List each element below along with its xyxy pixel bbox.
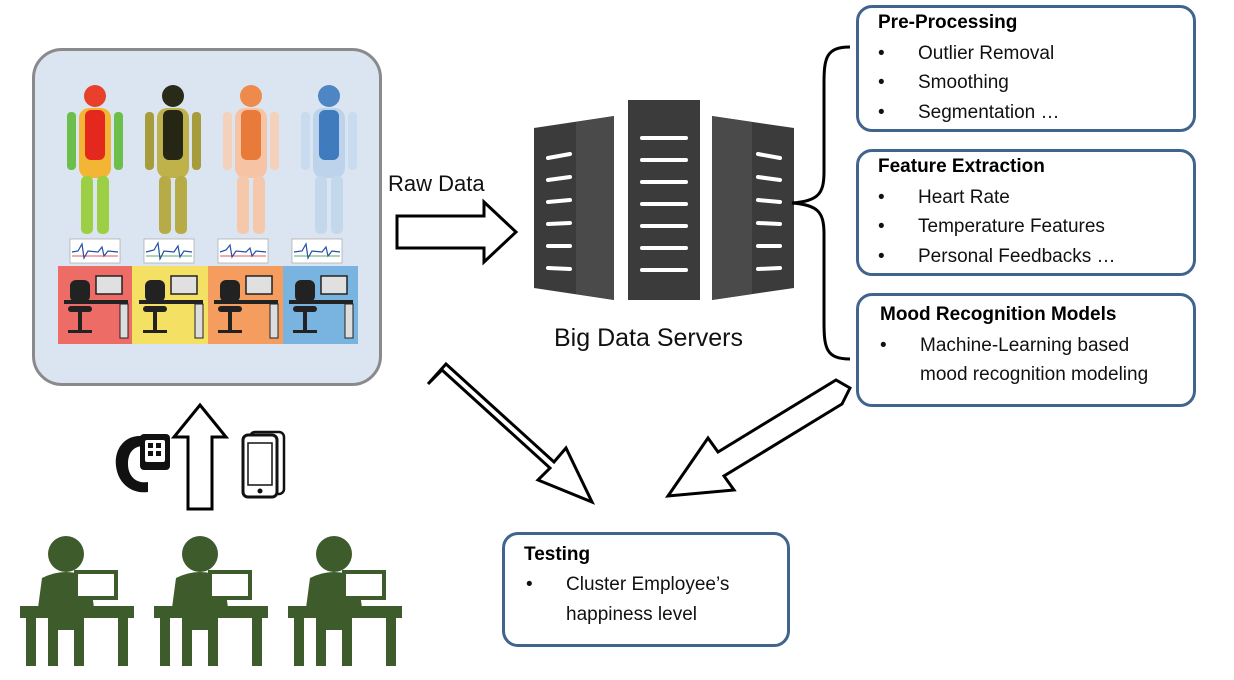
raw-data-label: Raw Data	[388, 171, 485, 196]
sensor-upload-arrow	[170, 402, 230, 511]
feature-extraction-box	[856, 149, 1196, 276]
bullet-point: •	[878, 187, 885, 208]
signal-plot-4	[291, 238, 343, 264]
servers-label: Big Data Servers	[554, 324, 743, 352]
arrow-models-to-testing	[664, 378, 852, 498]
signal-plot-2	[143, 238, 195, 264]
testing-title: Testing	[524, 544, 591, 565]
server-right	[712, 116, 794, 300]
employees-group	[20, 536, 402, 666]
server-left	[534, 116, 614, 300]
bullet-point: •	[878, 43, 885, 64]
pre-processing-title: Pre-Processing	[878, 12, 1018, 33]
body-figure-3	[223, 85, 279, 234]
bullet-point: •	[880, 335, 887, 356]
thermal-body-figures	[67, 85, 357, 234]
body-figure-1	[67, 85, 123, 234]
bullet-point: •	[878, 72, 885, 93]
sensor-signal-plots	[69, 238, 343, 264]
signal-plot-1	[69, 238, 121, 264]
mood-models-title: Mood Recognition Models	[880, 304, 1117, 325]
arrow-panel-to-testing	[426, 361, 596, 505]
bullet-point: •	[878, 102, 885, 123]
bullet-point: •	[878, 246, 885, 267]
bullet-point: •	[526, 574, 533, 595]
smartphone-icon	[241, 430, 286, 499]
servers-icon	[534, 100, 794, 300]
server-center	[628, 100, 700, 300]
smartwatch-icon	[115, 434, 170, 493]
body-figure-4	[301, 85, 357, 234]
raw-data-arrow	[395, 198, 519, 266]
pre-processing-box	[856, 5, 1196, 132]
workstation-strip	[58, 266, 358, 344]
feature-extraction-title: Feature Extraction	[878, 156, 1045, 177]
signal-plot-3	[217, 238, 269, 264]
bullet-point: •	[878, 216, 885, 237]
mood-models-box	[856, 293, 1196, 407]
body-figure-2	[145, 85, 201, 234]
grouping-brace	[791, 45, 851, 361]
testing-box	[502, 532, 790, 647]
